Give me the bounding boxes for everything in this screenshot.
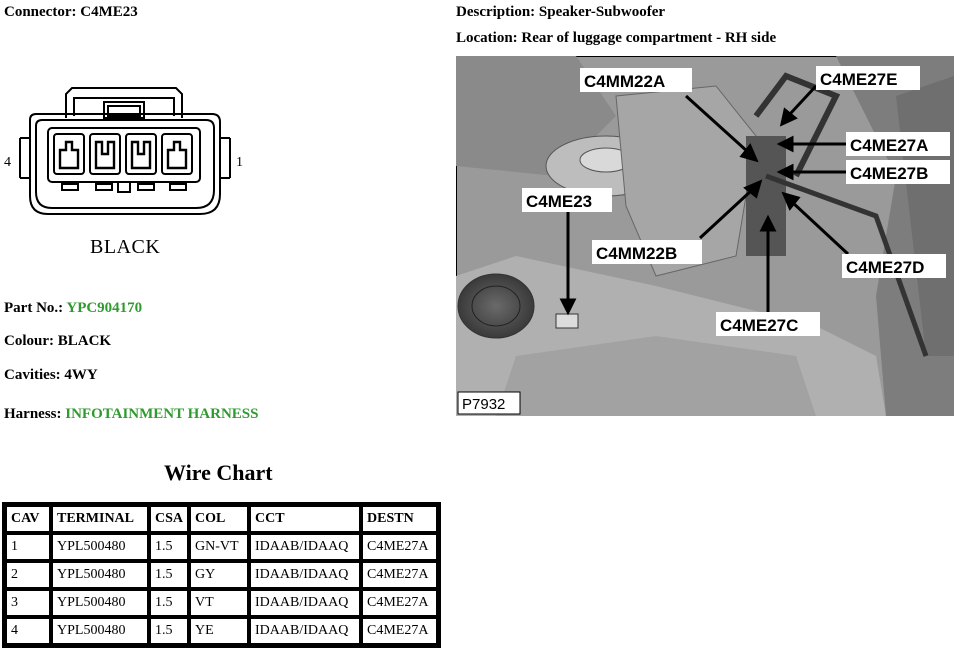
wire-chart-title: Wire Chart: [164, 460, 273, 485]
cell-col: GN-VT: [189, 533, 250, 561]
harness-label: Harness:: [4, 406, 62, 422]
cavity-1: [161, 133, 193, 175]
callout-label: C4MM22B: [596, 244, 677, 263]
callout-label: C4ME23: [526, 192, 592, 211]
cell-cct: IDAAB/IDAAQ: [249, 561, 362, 589]
harness-line: Harness: INFOTAINMENT HARNESS: [4, 406, 258, 423]
colour-line: Colour: BLACK: [4, 333, 111, 350]
cavities-value: 4WY: [64, 367, 98, 383]
cell-cct: IDAAB/IDAAQ: [249, 533, 362, 561]
part-number-line: Part No.: YPC904170: [4, 300, 142, 317]
connector-label: Connector:: [4, 4, 77, 20]
header-csa: CSA: [149, 505, 190, 533]
cell-cav: 2: [5, 561, 51, 589]
cell-terminal: YPL500480: [51, 533, 149, 561]
cell-csa: 1.5: [149, 533, 190, 561]
cell-cav: 1: [5, 533, 51, 561]
cell-destn: C4ME27A: [361, 561, 438, 589]
pin-label-right: 1: [236, 155, 243, 170]
connector-heading: Connector: C4ME23: [4, 4, 138, 21]
cell-csa: 1.5: [149, 617, 190, 645]
location-label: Location:: [456, 30, 518, 46]
cell-col: GY: [189, 561, 250, 589]
header-col: COL: [189, 505, 250, 533]
header-cct: CCT: [249, 505, 362, 533]
connector-face-diagram: 4 1: [4, 87, 243, 215]
table-row: 3 YPL500480 1.5 VT IDAAB/IDAAQ C4ME27A: [5, 589, 438, 617]
colour-label: Colour:: [4, 333, 54, 349]
cell-cct: IDAAB/IDAAQ: [249, 589, 362, 617]
cell-col: YE: [189, 617, 250, 645]
callout-label: C4ME27C: [720, 316, 798, 335]
cell-destn: C4ME27A: [361, 617, 438, 645]
cavity-4: [53, 133, 85, 175]
cell-csa: 1.5: [149, 561, 190, 589]
description-line: Description: Speaker-Subwoofer: [456, 4, 665, 21]
cell-terminal: YPL500480: [51, 561, 149, 589]
harness-value: INFOTAINMENT HARNESS: [65, 406, 259, 422]
location-value: Rear of luggage compartment - RH side: [521, 30, 777, 46]
colour-value: BLACK: [57, 333, 112, 349]
pin-label-left: 4: [4, 155, 11, 170]
callout-label: C4ME27A: [850, 136, 928, 155]
cell-terminal: YPL500480: [51, 589, 149, 617]
cell-col: VT: [189, 589, 250, 617]
connector-value: C4ME23: [80, 4, 138, 20]
part-number-value: YPC904170: [66, 300, 143, 316]
cell-cct: IDAAB/IDAAQ: [249, 617, 362, 645]
cell-cav: 3: [5, 589, 51, 617]
wire-chart-header-row: CAV TERMINAL CSA COL CCT DESTN: [5, 505, 438, 533]
cavities-line: Cavities: 4WY: [4, 367, 98, 384]
cell-cav: 4: [5, 617, 51, 645]
table-row: 2 YPL500480 1.5 GY IDAAB/IDAAQ C4ME27A: [5, 561, 438, 589]
description-label: Description:: [456, 4, 536, 20]
cell-destn: C4ME27A: [361, 589, 438, 617]
cell-csa: 1.5: [149, 589, 190, 617]
header-cav: CAV: [5, 505, 51, 533]
cell-destn: C4ME27A: [361, 533, 438, 561]
header-terminal: TERMINAL: [51, 505, 149, 533]
description-value: Speaker-Subwoofer: [538, 4, 666, 20]
part-number-label: Part No.:: [4, 300, 64, 316]
callout-label: C4ME27B: [850, 164, 928, 183]
location-photo: C4MM22A C4ME27E C4ME27A C4ME27B C4ME23 C…: [456, 56, 954, 416]
wire-chart-table: CAV TERMINAL CSA COL CCT DESTN 1 YPL5004…: [2, 502, 441, 648]
callout-label: C4MM22A: [584, 72, 665, 91]
header-destn: DESTN: [361, 505, 438, 533]
callout-label: C4ME27E: [820, 70, 897, 89]
callout-label: C4ME27D: [846, 258, 924, 277]
cavity-3: [89, 133, 121, 175]
table-row: 1 YPL500480 1.5 GN-VT IDAAB/IDAAQ C4ME27…: [5, 533, 438, 561]
cavities-label: Cavities:: [4, 367, 61, 383]
cell-terminal: YPL500480: [51, 617, 149, 645]
cavity-group: [53, 133, 193, 175]
photo-plate-number: P7932: [462, 396, 505, 413]
location-line: Location: Rear of luggage compartment - …: [456, 30, 776, 47]
table-row: 4 YPL500480 1.5 YE IDAAB/IDAAQ C4ME27A: [5, 617, 438, 645]
cavity-2: [125, 133, 157, 175]
connector-colour-caption: BLACK: [90, 236, 161, 258]
